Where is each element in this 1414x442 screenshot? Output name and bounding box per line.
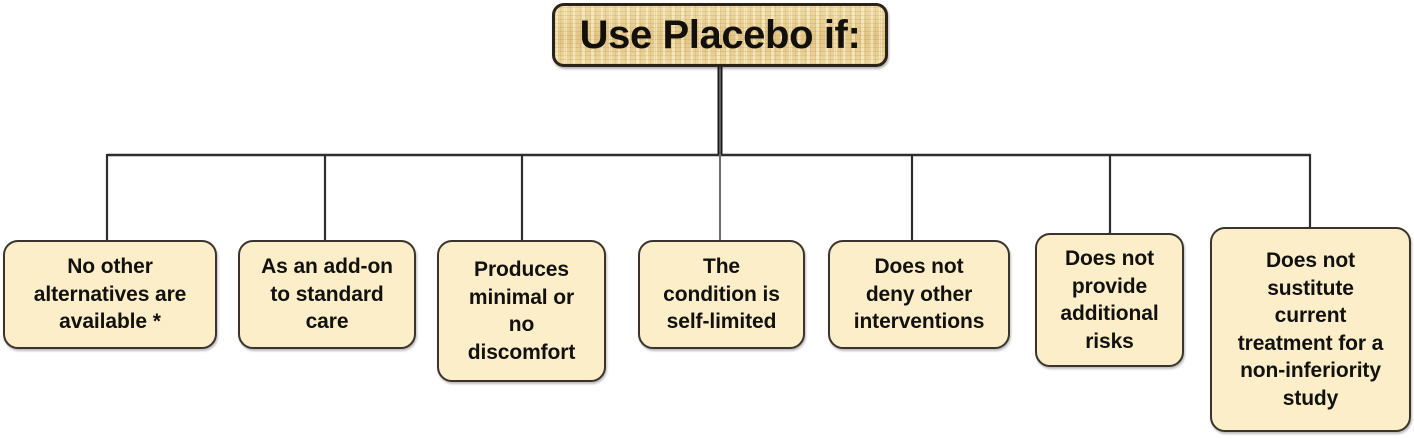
node-label: Produces minimal or no discomfort	[467, 258, 576, 364]
node-no-substitution-non-inferiority[interactable]: Does not sustitute current treatment for…	[1210, 227, 1411, 432]
node-no-other-alternatives[interactable]: No other alternatives are available *	[3, 240, 217, 349]
node-self-limited-condition[interactable]: The condition is self-limited	[638, 240, 805, 349]
node-label: Does not deny other interventions	[853, 255, 985, 334]
node-add-on-standard-care[interactable]: As an add-on to standard care	[238, 240, 416, 349]
root-node-label: Use Placebo if:	[579, 13, 861, 57]
root-node-use-placebo-if[interactable]: Use Placebo if:	[552, 3, 888, 67]
node-label: As an add-on to standard care	[261, 255, 393, 334]
node-label: Does not provide additional risks	[1060, 247, 1159, 353]
node-label: The condition is self-limited	[663, 255, 780, 334]
node-minimal-discomfort[interactable]: Produces minimal or no discomfort	[437, 240, 606, 382]
node-label: Does not sustitute current treatment for…	[1237, 249, 1384, 410]
node-does-not-deny-other-interventions[interactable]: Does not deny other interventions	[828, 240, 1010, 349]
node-label: No other alternatives are available *	[33, 255, 187, 334]
node-no-additional-risks[interactable]: Does not provide additional risks	[1035, 233, 1184, 367]
